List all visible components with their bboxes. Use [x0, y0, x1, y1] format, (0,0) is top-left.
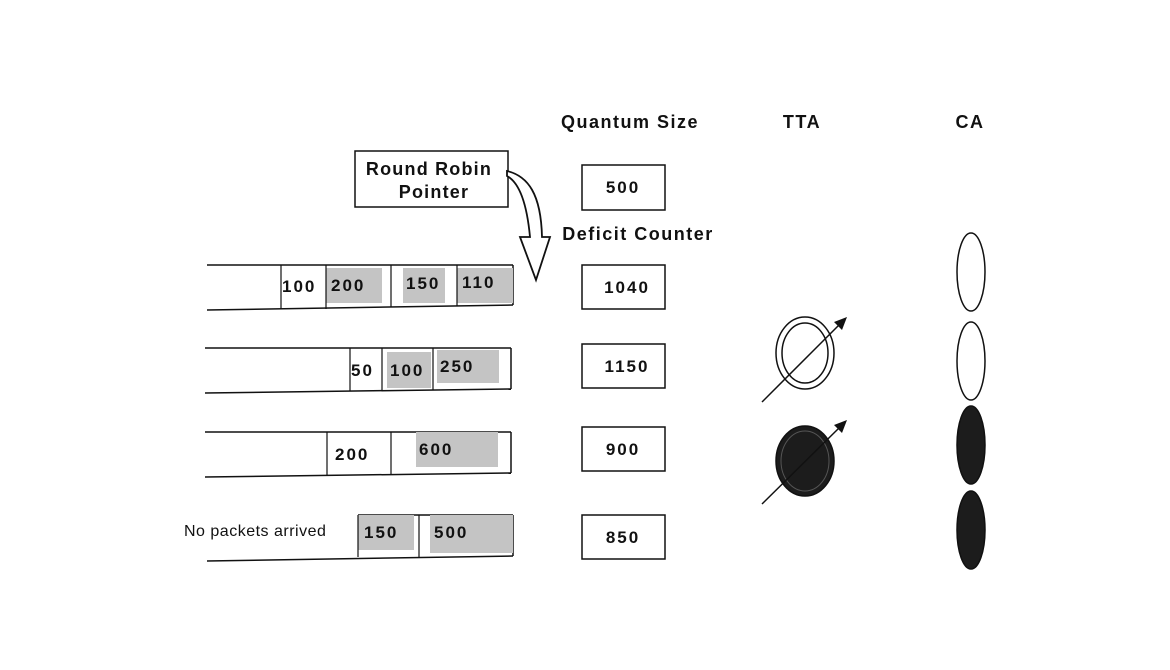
queue-row: 100 200 150 110	[206, 264, 514, 311]
deficit-counter-value: 900	[606, 440, 640, 459]
deficit-counter-value: 850	[606, 528, 640, 547]
packet: 100	[282, 277, 316, 296]
packet: 250	[440, 357, 474, 376]
quantum-size-box: 500	[581, 164, 666, 211]
deficit-counter-box: 1040	[581, 264, 666, 310]
deficit-counter-box: 850	[581, 514, 666, 560]
no-packets-note: No packets arrived	[184, 523, 326, 540]
queue-row: 50 100 250	[204, 347, 512, 394]
round-robin-pointer-line1: Round Robin	[366, 159, 492, 179]
ca-open-ellipse-icon	[956, 321, 986, 401]
packet: 100	[390, 361, 424, 380]
deficit-counter-box: 900	[581, 426, 666, 472]
queue-row: 200 600	[204, 431, 512, 478]
tta-filled-circle-icon	[761, 420, 847, 505]
deficit-counter-value: 1040	[604, 278, 650, 297]
round-robin-pointer-line2: Pointer	[399, 182, 469, 202]
queue-row: No packets arrived 150 500	[184, 514, 514, 562]
ca-open-ellipse-icon	[956, 232, 986, 312]
tta-header: TTA	[783, 112, 821, 132]
pointer-arrow-icon	[506, 169, 552, 283]
packet: 150	[406, 274, 440, 293]
ca-filled-ellipse-icon	[956, 490, 986, 570]
packet: 500	[434, 523, 468, 542]
packet: 200	[335, 445, 369, 464]
deficit-counter-box: 1150	[581, 343, 666, 389]
packet: 110	[462, 273, 495, 292]
packet: 600	[419, 440, 453, 459]
quantum-size-header: Quantum Size	[561, 112, 699, 132]
quantum-size-value: 500	[606, 178, 640, 197]
packet: 50	[351, 361, 374, 380]
ca-header: CA	[956, 112, 985, 132]
deficit-counter-value: 1150	[605, 357, 650, 376]
round-robin-pointer: Round Robin Pointer	[354, 150, 509, 208]
deficit-counter-label: Deficit Counter	[562, 224, 714, 244]
ca-filled-ellipse-icon	[956, 405, 986, 485]
tta-open-circle-icon	[761, 316, 847, 403]
packet: 150	[364, 523, 398, 542]
packet: 200	[331, 276, 365, 295]
